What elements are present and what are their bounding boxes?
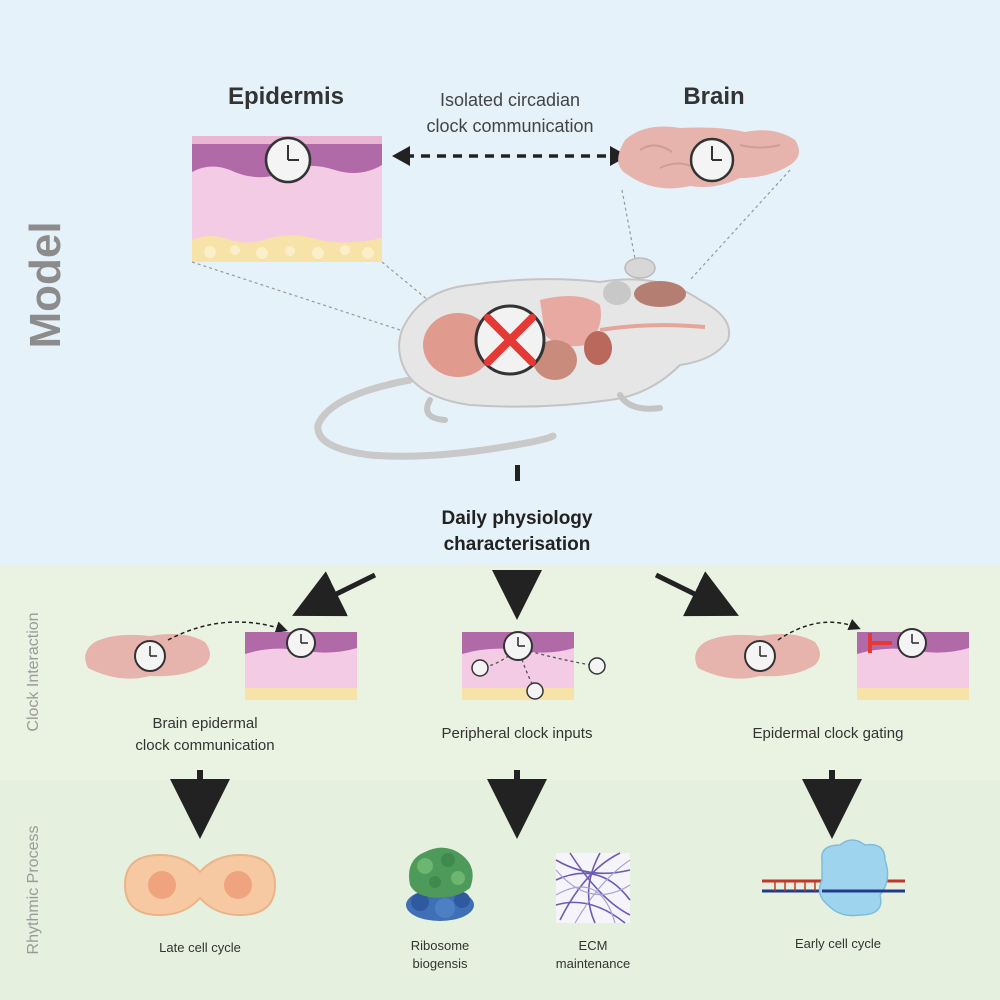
dashed-signal-arrow — [167, 621, 288, 641]
brain-clock-icon — [689, 137, 735, 183]
panel1-label-line1: Brain epidermal — [152, 715, 257, 732]
clock-interaction-section-label: Clock Interaction — [25, 612, 42, 731]
ribosome-label-line2: biogensis — [413, 956, 468, 971]
ribosome-icon — [406, 847, 474, 921]
branch-arrow-left — [292, 571, 377, 617]
panel-peripheral-clock-inputs — [462, 631, 606, 700]
clock-mini-icon — [471, 659, 489, 677]
panel-epidermal-clock-gating — [695, 618, 969, 700]
ecm-fibers-icon — [555, 852, 631, 924]
tick-mark — [515, 465, 520, 481]
dna-replication-icon — [762, 839, 905, 917]
ecm-label-line1: ECM — [579, 938, 608, 953]
branch-arrow-right — [654, 571, 739, 617]
brain-title: Brain — [683, 83, 744, 110]
early-cell-cycle-label: Early cell cycle — [795, 936, 881, 951]
panel-brain-epidermal-communication — [85, 621, 357, 700]
ribosome-label-line1: Ribosome — [411, 938, 470, 953]
epidermis-clock-icon — [264, 136, 312, 184]
dashed-signal-arrow — [777, 618, 861, 641]
panel1-label-line2: clock communication — [135, 737, 274, 754]
panel2-label: Peripheral clock inputs — [442, 725, 593, 742]
panel3-label: Epidermal clock gating — [753, 725, 904, 742]
late-cell-cycle-label: Late cell cycle — [159, 940, 241, 955]
physiology-label-line2: characterisation — [444, 534, 591, 555]
physiology-label-line1: Daily physiology — [442, 508, 593, 529]
epidermis-title: Epidermis — [228, 83, 344, 110]
model-section-label: Model — [21, 221, 70, 348]
rhythmic-process-section-label: Rhythmic Process — [25, 826, 42, 955]
disrupted-clock-icon — [474, 304, 546, 376]
inhibition-symbol — [868, 633, 892, 653]
dividing-cell-icon — [123, 853, 277, 917]
communication-label-line1: Isolated circadian — [440, 90, 580, 110]
clock-mini-icon — [588, 657, 606, 675]
clock-mini-icon — [526, 682, 544, 700]
communication-label-line2: clock communication — [426, 116, 593, 136]
mouse-illustration — [314, 257, 731, 460]
ecm-label-line2: maintenance — [556, 956, 630, 971]
